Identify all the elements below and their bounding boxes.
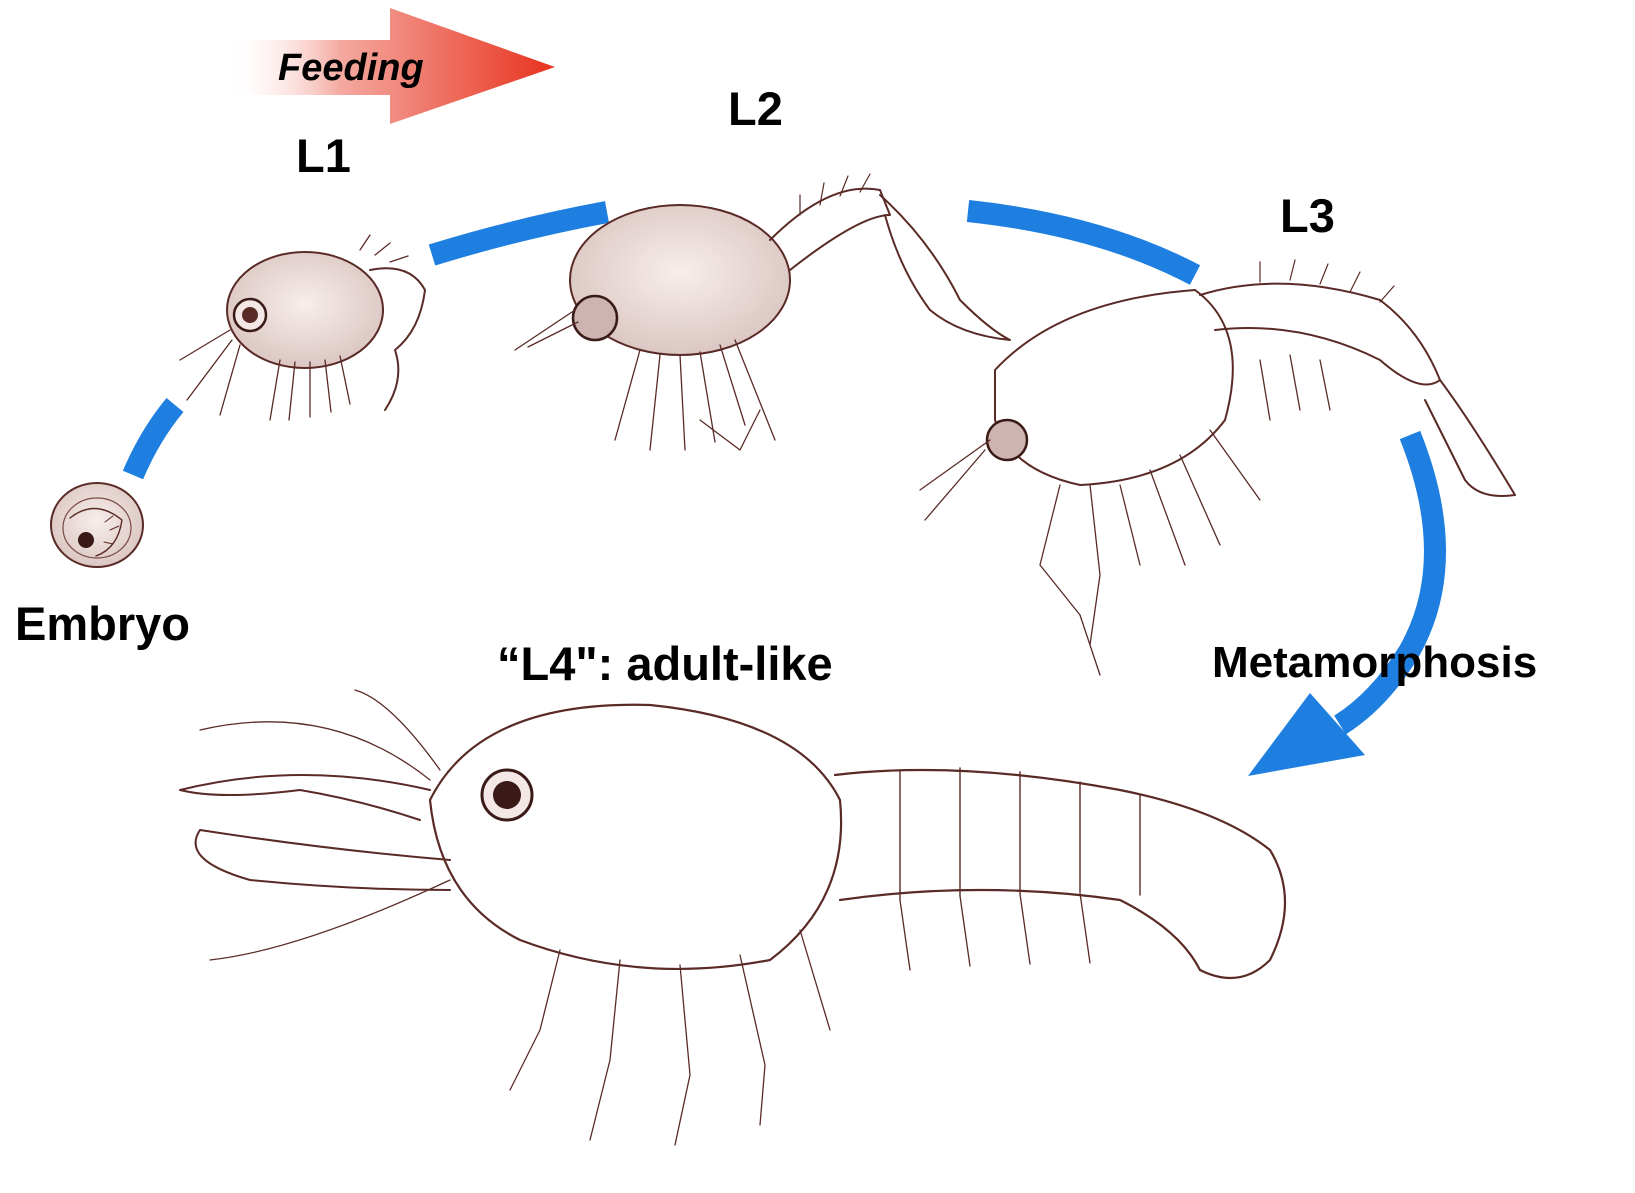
l3-label: L3: [1280, 189, 1335, 242]
l4-adult-illustration: [180, 690, 1285, 1145]
l1-label: L1: [296, 129, 351, 182]
l4-label: “L4": adult-like: [497, 637, 833, 690]
embryo-label: Embryo: [15, 597, 190, 650]
l2-to-l3-arrow: [968, 211, 1195, 275]
embryo-to-l1-arrow: [133, 405, 175, 475]
embryo-illustration: [51, 483, 143, 567]
metamorphosis-arrow-head: [1248, 693, 1365, 776]
l2-label: L2: [728, 82, 783, 135]
l1-larva-illustration: [180, 235, 425, 420]
feeding-arrow: Feeding: [225, 8, 555, 124]
feeding-label: Feeding: [278, 47, 424, 89]
metamorphosis-label: Metamorphosis: [1212, 638, 1537, 687]
